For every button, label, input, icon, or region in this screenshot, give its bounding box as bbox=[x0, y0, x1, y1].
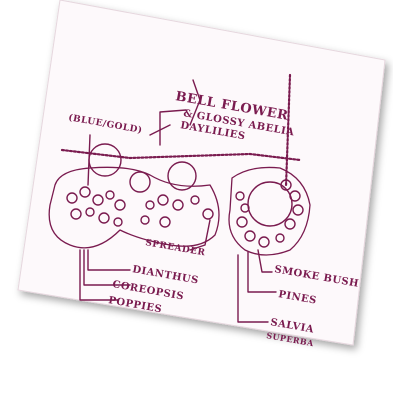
paper-sheet bbox=[18, 0, 385, 345]
